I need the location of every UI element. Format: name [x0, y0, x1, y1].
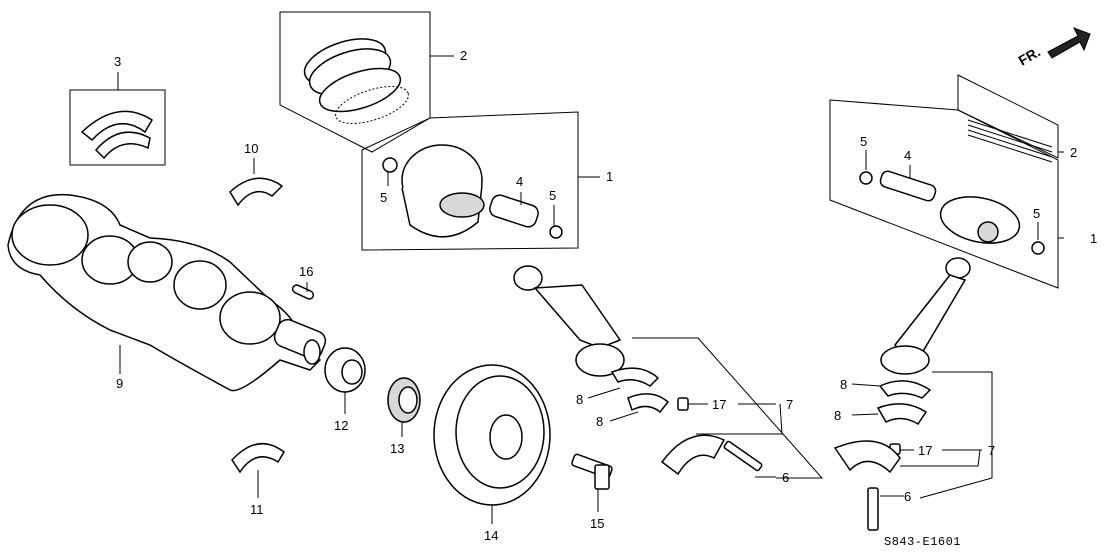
callout-16: 16: [299, 264, 313, 279]
callout-10: 10: [244, 141, 258, 156]
callout-1-right: 1: [1090, 231, 1097, 246]
callout-15: 15: [590, 516, 604, 531]
piston-ring-box-left: [279, 11, 431, 153]
piston-box-right: [829, 99, 1059, 289]
callout-14: 14: [484, 528, 498, 543]
pulley-bolt-15: [571, 453, 613, 490]
callout-13: 13: [390, 441, 404, 456]
callout-6-left: 6: [782, 470, 789, 485]
callout-7-right: 7: [988, 443, 995, 458]
timing-sprocket-12: [324, 347, 366, 393]
oil-seal-13: [387, 377, 421, 423]
callout-4-right: 4: [904, 148, 911, 163]
callout-5-right-a: 5: [860, 134, 867, 149]
callout-8-left-a: 8: [576, 392, 583, 407]
callout-5-left-b: 5: [549, 188, 556, 203]
crankshaft-9: [7, 193, 327, 392]
callout-1-left: 1: [606, 169, 613, 184]
front-direction-indicator: FR.: [1016, 27, 1091, 69]
callout-5-right-b: 5: [1033, 206, 1040, 221]
callout-8-right-a: 8: [840, 377, 847, 392]
thrust-washer-3: [69, 89, 166, 166]
callout-2-right: 2: [1070, 145, 1077, 160]
woodruff-key-16: [291, 284, 315, 300]
connecting-rod-left: [513, 265, 763, 476]
callout-9: 9: [116, 376, 123, 391]
callout-3: 3: [114, 54, 121, 69]
callout-5-left-a: 5: [380, 190, 387, 205]
crankshaft-pulley-14: [433, 364, 551, 506]
arrow-right-icon: [1047, 27, 1091, 59]
callout-6-right: 6: [904, 489, 911, 504]
callout-11: 11: [250, 502, 264, 517]
diagram-code: S843-E1601: [884, 535, 961, 549]
callout-4-left: 4: [516, 174, 523, 189]
callout-8-right-b: 8: [834, 408, 841, 423]
piston-ring-box-right: [957, 74, 1059, 163]
callout-8-left-b: 8: [596, 414, 603, 429]
callout-labels: 2 1 3 10 16 5 4 5 9 12 13 11 14 15 8 8 1…: [114, 48, 1097, 543]
callout-17-left: 17: [712, 397, 726, 412]
connecting-rod-right: [833, 257, 971, 531]
piston-box-left: [361, 111, 579, 251]
leader-lines: [117, 55, 1064, 524]
main-bearing-11: [231, 442, 285, 474]
callout-7-left: 7: [786, 397, 793, 412]
front-label: FR.: [1016, 43, 1044, 68]
callout-17-right: 17: [918, 443, 932, 458]
callout-12: 12: [334, 418, 348, 433]
callout-2-left: 2: [460, 48, 467, 63]
main-bearing-10: [229, 177, 284, 207]
